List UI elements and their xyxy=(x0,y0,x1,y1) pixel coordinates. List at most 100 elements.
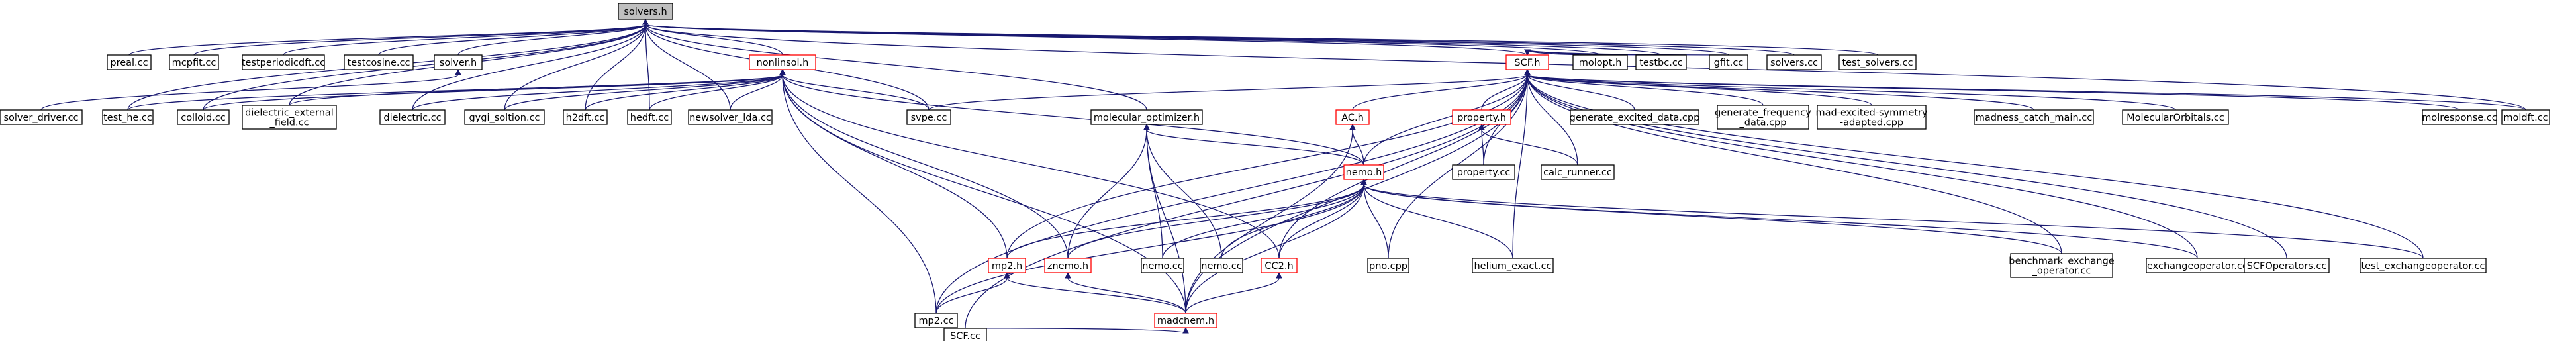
node-mp2-cc[interactable]: mp2.cc xyxy=(914,313,958,328)
node-box xyxy=(2010,253,2113,278)
node-mp2-h[interactable]: mp2.h xyxy=(988,258,1026,273)
node-h2dft[interactable]: h2dft.cc xyxy=(563,109,608,125)
edge-line xyxy=(1162,184,1364,259)
edge-line xyxy=(965,328,1186,334)
edge-line xyxy=(1221,184,1364,259)
edge-nemo_h-to-molopt_h xyxy=(1143,123,1364,166)
node-label: solvers.h xyxy=(624,7,667,17)
node-box xyxy=(1261,258,1298,273)
edge-line xyxy=(585,74,783,111)
node-colloid[interactable]: colloid.cc xyxy=(177,109,230,125)
edge-line xyxy=(1481,129,1578,166)
node-label: AC.h xyxy=(1341,113,1364,123)
node-box xyxy=(1838,54,1917,70)
node-test-he[interactable]: test_he.cc xyxy=(102,109,154,125)
node-nonlinsol[interactable]: nonlinsol.h xyxy=(749,54,816,70)
node-gen-excited[interactable]: generate_excited_data.cpp xyxy=(1570,109,1700,125)
edge-madchem-to-nonlinsol xyxy=(779,68,1186,314)
node-box xyxy=(906,109,951,125)
node-madchem[interactable]: madchem.h xyxy=(1154,313,1217,328)
node-label: property.h xyxy=(1457,113,1506,123)
node-molorb[interactable]: MolecularOrbitals.cc xyxy=(2122,109,2229,125)
edge-line xyxy=(1363,184,1389,259)
node-scf-h[interactable]: SCF.h xyxy=(1505,54,1549,70)
node-property-h[interactable]: property.h xyxy=(1452,109,1511,125)
node-label: madness_catch_main.cc xyxy=(1976,113,2092,123)
node-solver-h[interactable]: solver.h xyxy=(434,54,483,70)
edge-line xyxy=(412,74,783,111)
node-solver-driver[interactable]: solver_driver.cc xyxy=(0,109,83,125)
node-test-solvers[interactable]: test_solvers.cc xyxy=(1838,54,1917,70)
edge-line xyxy=(1146,129,1364,166)
edge-madchem-to-nemo_h xyxy=(1185,178,1367,314)
node-nemo-cc2[interactable]: nemo.cc xyxy=(1200,258,1243,273)
edge-line xyxy=(1363,74,1528,166)
node-molopt-h[interactable]: molecular_optimizer.h xyxy=(1090,109,1203,125)
node-scf-cc[interactable]: SCF.cc xyxy=(943,328,987,341)
node-calc-runner[interactable]: calc_runner.cc xyxy=(1541,164,1615,180)
edge-znemo_h-to-nonlinsol xyxy=(779,68,1069,259)
node-gen-freq[interactable]: generate_frequency_data.cpp xyxy=(1715,105,1811,130)
node-box xyxy=(102,109,154,125)
node-benchmark[interactable]: benchmark_exchange_operator.cc xyxy=(2009,253,2115,278)
node-exchangeop[interactable]: exchangeoperator.cc xyxy=(2146,258,2249,273)
node-testperiodicdft[interactable]: testperiodicdft.cc xyxy=(242,54,325,70)
edge-line xyxy=(1146,129,1222,259)
node-gygi[interactable]: gygi_soltion.cc xyxy=(464,109,545,125)
node-mcpfit[interactable]: mcpfit.cc xyxy=(169,54,219,70)
node-solvers-cc[interactable]: solvers.cc xyxy=(1766,54,1822,70)
node-molopt[interactable]: molopt.h xyxy=(1572,54,1628,70)
node-znemo-h[interactable]: znemo.h xyxy=(1044,258,1092,273)
edge-test_solvers-to-solvers_h xyxy=(642,18,1878,56)
node-box xyxy=(2122,109,2229,125)
edge-line xyxy=(193,24,646,56)
node-label: MolecularOrbitals.cc xyxy=(2126,113,2224,123)
edge-line xyxy=(289,74,783,106)
node-nemo-cc1[interactable]: nemo.cc xyxy=(1141,258,1184,273)
node-label: solvers.cc xyxy=(1770,58,1818,68)
node-test-exch[interactable]: test_exchangeoperator.cc xyxy=(2360,258,2487,273)
node-hedft[interactable]: hedft.cc xyxy=(627,109,672,125)
node-pno[interactable]: pno.cpp xyxy=(1367,258,1409,273)
edge-line xyxy=(649,74,783,111)
node-molresponse[interactable]: molresponse.cc xyxy=(2422,109,2497,125)
node-label: preal.cc xyxy=(110,58,148,68)
edge-line xyxy=(457,24,646,56)
node-label: molecular_optimizer.h xyxy=(1094,113,1200,123)
node-label: mp2.h xyxy=(992,261,1022,271)
edge-arrowhead xyxy=(1065,271,1071,279)
node-gfit[interactable]: gfit.cc xyxy=(1709,54,1748,70)
node-testbc[interactable]: testbc.cc xyxy=(1635,54,1687,70)
node-helium[interactable]: helium_exact.cc xyxy=(1472,258,1554,273)
node-box xyxy=(943,328,987,341)
node-box xyxy=(379,109,446,125)
node-dielectric[interactable]: dielectric.cc xyxy=(379,109,446,125)
node-madness-catch[interactable]: madness_catch_main.cc xyxy=(1974,109,2094,125)
node-box xyxy=(1335,109,1370,125)
node-scfops[interactable]: SCFOperators.cc xyxy=(2244,258,2330,273)
node-nemo-h[interactable]: nemo.h xyxy=(1343,164,1384,180)
edge-line xyxy=(782,74,1008,259)
edge-arrowhead xyxy=(1182,326,1189,334)
node-cc2-h[interactable]: CC2.h xyxy=(1261,258,1298,273)
edge-line xyxy=(645,24,1878,56)
edge-line xyxy=(1363,184,1513,259)
node-preal[interactable]: preal.cc xyxy=(107,54,152,70)
node-dielectric-ext[interactable]: dielectric_external_field.cc xyxy=(242,105,337,130)
node-moldft[interactable]: moldft.cc xyxy=(2501,109,2550,125)
node-label: znemo.h xyxy=(1047,261,1088,271)
edge-svpe-to-scf_h xyxy=(928,68,1531,111)
node-box xyxy=(0,109,83,125)
node-ac-h[interactable]: AC.h xyxy=(1335,109,1370,125)
edge-pno-to-nemo_h xyxy=(1360,178,1389,259)
node-testcosine[interactable]: testcosine.cc xyxy=(344,54,414,70)
node-newsolver[interactable]: newsolver_lda.cc xyxy=(688,109,773,125)
edge-line xyxy=(1481,74,1528,111)
edge-scf_cc-to-scf_h xyxy=(965,68,1531,329)
node-svpe[interactable]: svpe.cc xyxy=(906,109,951,125)
node-box xyxy=(563,109,608,125)
node-box xyxy=(1709,54,1748,70)
node-mad-excited[interactable]: mad-excited-symmetry-adapted.cpp xyxy=(1815,105,1928,130)
node-solvers-h[interactable]: solvers.h xyxy=(618,3,673,20)
node-property-cc[interactable]: property.cc xyxy=(1452,164,1515,180)
